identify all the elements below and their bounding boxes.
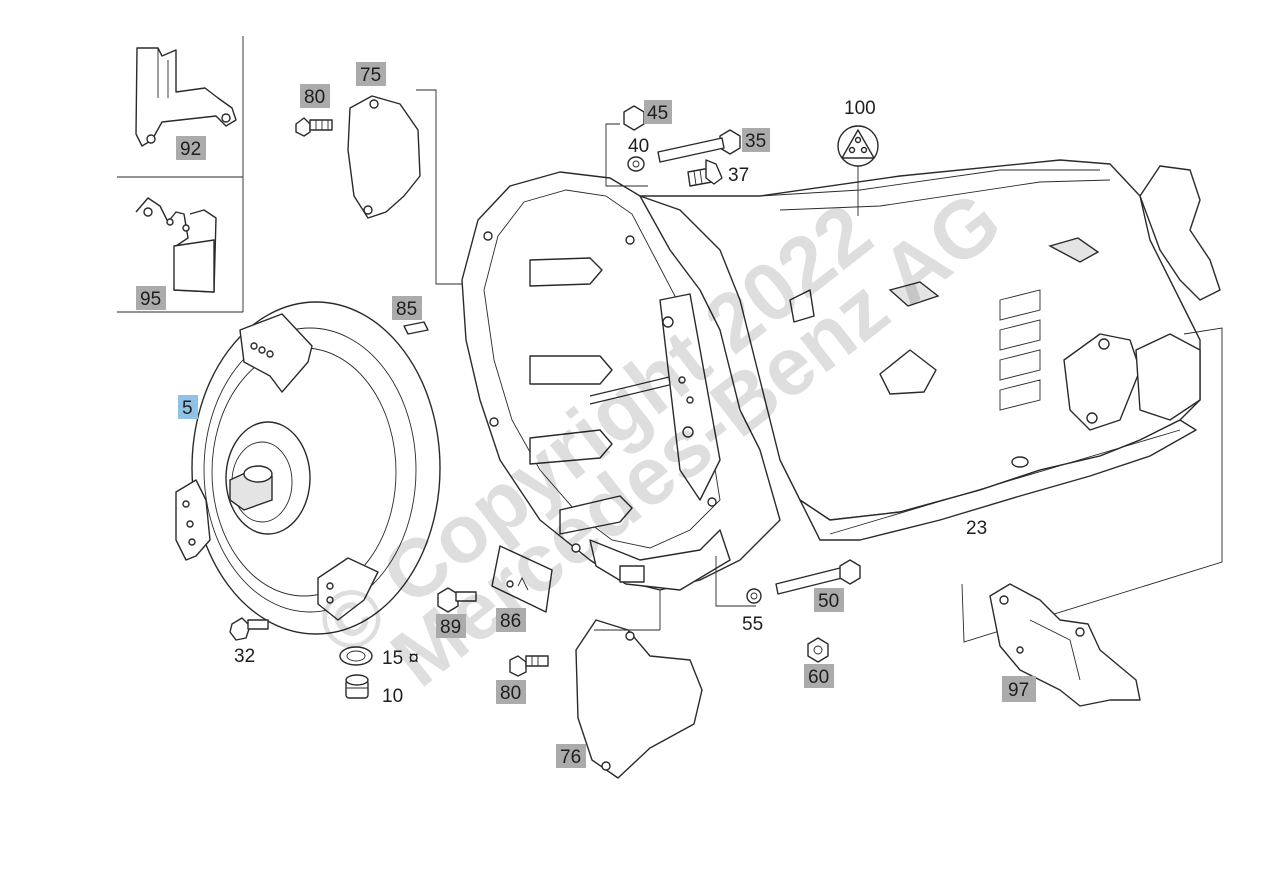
label-37-text: 37 [728,165,749,186]
label-5-text: 5 [182,398,193,419]
pin-85 [403,321,429,335]
label-5: 5 [178,395,198,419]
torque-converter-5 [175,301,441,635]
label-100: 100 [844,98,876,119]
label-92: 92 [176,136,206,160]
label-85: 85 [392,296,422,320]
label-55-text: 55 [742,614,763,635]
label-95: 95 [136,286,166,310]
label-15-text: 15 ¤ [382,648,419,669]
label-76: 76 [556,744,586,768]
label-50: 50 [814,588,844,612]
label-92-text: 92 [180,139,201,160]
warning-label-100 [837,125,879,167]
label-32: 32 [234,646,255,667]
label-60-text: 60 [808,667,829,688]
label-100-text: 100 [844,98,876,119]
label-35: 35 [742,128,770,152]
label-97: 97 [1002,676,1036,702]
bolt-80-top [295,117,333,137]
bracket-part-92 [135,47,237,147]
label-35-text: 35 [745,131,766,152]
label-89: 89 [436,614,466,638]
label-45: 45 [644,100,672,124]
label-50-text: 50 [818,591,839,612]
label-23-text: 23 [966,518,987,539]
label-60: 60 [804,664,834,688]
label-97-text: 97 [1008,680,1029,701]
plug-10 [345,674,369,699]
bolt-32 [229,617,269,641]
seal-ring-15 [339,646,373,666]
label-80-bottom-text: 80 [500,683,521,704]
nut-60 [807,637,829,663]
label-40-text: 40 [628,136,649,157]
label-32-text: 32 [234,646,255,667]
label-80-bottom: 80 [496,680,526,704]
label-89-text: 89 [440,617,461,638]
label-80-top: 80 [300,84,330,108]
mount-bracket-97 [961,327,1223,707]
bracket-part-95 [135,197,217,293]
inset-frames [117,36,244,313]
cover-plate-75 [347,89,496,285]
label-45-text: 45 [647,103,668,124]
label-23: 23 [966,518,987,539]
label-76-text: 76 [560,747,581,768]
part-labels: 5 10 15 ¤ 23 32 35 37 40 45 50 [136,62,1036,768]
bolt-80-bottom [509,655,549,677]
label-55: 55 [742,614,763,635]
bolt-group-top [605,105,741,187]
label-75: 75 [356,62,386,86]
label-37: 37 [728,165,749,186]
label-86: 86 [496,608,526,632]
label-80-top-text: 80 [304,87,325,108]
label-15: 15 ¤ [382,648,419,669]
label-95-text: 95 [140,289,161,310]
bolt-89 [437,587,477,613]
transmission-housing-23 [461,159,1221,591]
label-86-text: 86 [500,611,521,632]
label-40: 40 [628,136,649,157]
label-10-text: 10 [382,686,403,707]
bolt-50-group [715,556,861,607]
label-85-text: 85 [396,299,417,320]
label-10: 10 [382,686,403,707]
label-75-text: 75 [360,65,381,86]
plate-86 [491,545,553,613]
